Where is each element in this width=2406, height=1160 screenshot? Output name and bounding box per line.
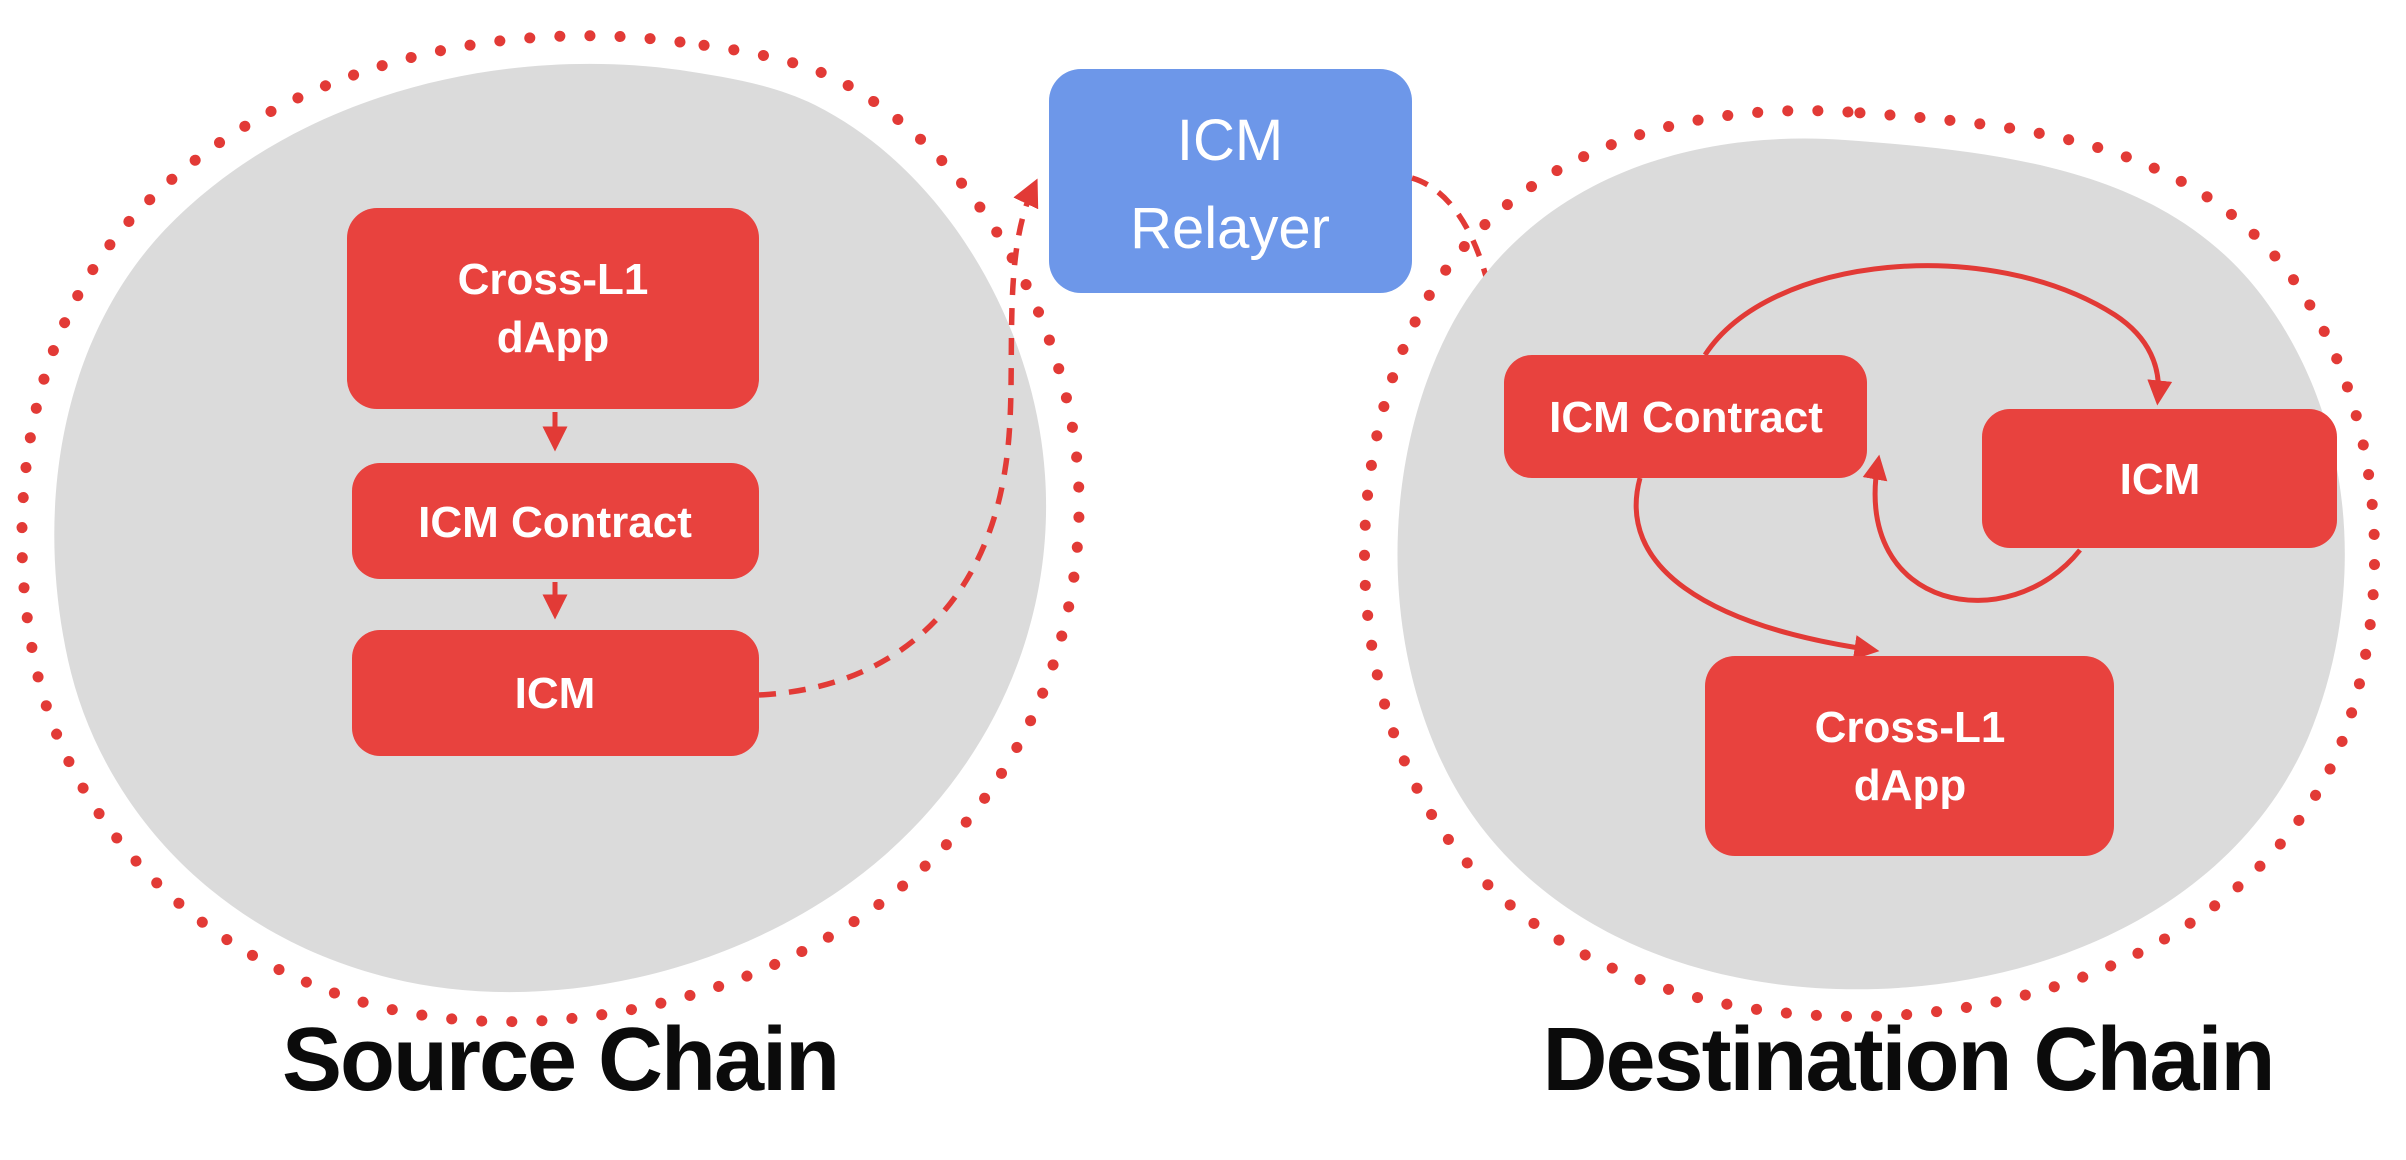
edge-dest-contract-to-dapp: [1633, 477, 1880, 660]
dest-dapp-label-line2: dApp: [1854, 761, 1966, 810]
source-icm-label: ICM: [515, 669, 596, 718]
source-contract-node: ICM Contract: [352, 463, 759, 579]
destination-chain-blob: [1397, 138, 2345, 990]
dest-icm-box: [1982, 409, 2337, 548]
source-icm-node: ICM: [352, 630, 759, 756]
relayer-box: [1049, 69, 1412, 293]
dest-dapp-label-line1: Cross-L1: [1815, 703, 2006, 752]
dest-dapp-node: Cross-L1 dApp: [1705, 656, 2114, 856]
source-chain-label: Source Chain: [282, 1010, 838, 1110]
source-dapp-node: Cross-L1 dApp: [347, 208, 759, 409]
relayer-group: ICM Relayer: [1049, 69, 1412, 293]
source-icm-box: [352, 630, 759, 756]
edge-source-icm-to-relayer: [758, 178, 1039, 698]
dest-icm-label: ICM: [2120, 455, 2201, 504]
source-dapp-label-line1: Cross-L1: [458, 255, 649, 304]
source-chain-group: Cross-L1 dApp ICM Contract ICM Source Ch…: [16, 30, 1085, 1110]
source-dapp-box: [347, 208, 759, 409]
source-dapp-label-line2: dApp: [497, 313, 609, 362]
dest-contract-label: ICM Contract: [1549, 393, 1823, 442]
edge-dest-icm-to-contract: [1862, 454, 2082, 603]
relayer-label-line1: ICM: [1177, 108, 1283, 173]
dest-contract-box: [1504, 355, 1867, 478]
source-chain-dotted-border: [16, 30, 1085, 1028]
dest-icm-node: ICM: [1982, 409, 2337, 548]
source-contract-label: ICM Contract: [418, 498, 692, 547]
dest-contract-node: ICM Contract: [1504, 355, 1867, 478]
edge-dest-contract-to-icm: [1702, 263, 2173, 406]
destination-chain-label: Destination Chain: [1542, 1010, 2273, 1110]
destination-chain-group: ICM Contract ICM Cross-L1 dApp Destinati…: [1359, 105, 2381, 1110]
relayer-label-line2: Relayer: [1130, 196, 1330, 261]
dest-dapp-box: [1705, 656, 2114, 856]
source-contract-box: [352, 463, 759, 579]
